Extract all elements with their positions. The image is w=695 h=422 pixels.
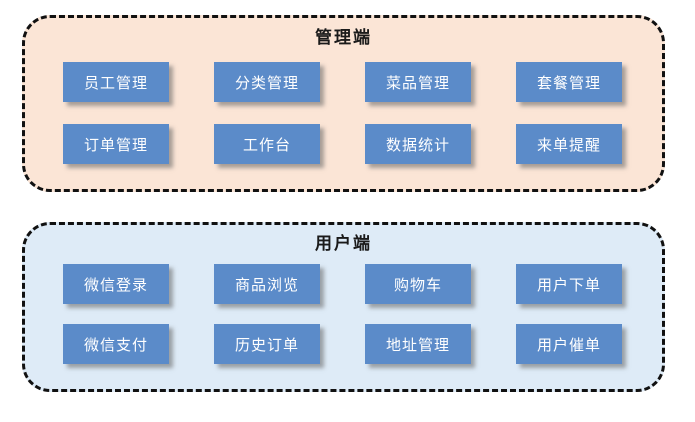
node-order-management: 订单管理 (63, 124, 169, 164)
node-wechat-login: 微信登录 (63, 264, 169, 304)
node-user-place-order: 用户下单 (516, 264, 622, 304)
management-row-1: 员工管理 分类管理 菜品管理 套餐管理 (25, 62, 662, 102)
node-workbench: 工作台 (214, 124, 320, 164)
user-row-1: 微信登录 商品浏览 购物车 用户下单 (25, 264, 662, 304)
management-panel: 管理端 员工管理 分类管理 菜品管理 套餐管理 订单管理 工作台 数据统计 来单… (22, 15, 665, 192)
user-panel: 用户端 微信登录 商品浏览 购物车 用户下单 微信支付 历史订单 地址管理 用户… (22, 222, 665, 392)
node-wechat-pay: 微信支付 (63, 324, 169, 364)
node-data-statistics: 数据统计 (365, 124, 471, 164)
node-user-urge-order: 用户催单 (516, 324, 622, 364)
node-address-management: 地址管理 (365, 324, 471, 364)
node-history-orders: 历史订单 (214, 324, 320, 364)
node-setmeal-management: 套餐管理 (516, 62, 622, 102)
user-panel-title: 用户端 (315, 234, 372, 254)
user-row-2: 微信支付 历史订单 地址管理 用户催单 (25, 324, 662, 364)
node-product-browse: 商品浏览 (214, 264, 320, 304)
node-employee-management: 员工管理 (63, 62, 169, 102)
node-dish-management: 菜品管理 (365, 62, 471, 102)
node-category-management: 分类管理 (214, 62, 320, 102)
node-shopping-cart: 购物车 (365, 264, 471, 304)
management-panel-title: 管理端 (315, 28, 372, 48)
node-incoming-order-reminder: 来单提醒 (516, 124, 622, 164)
management-row-2: 订单管理 工作台 数据统计 来单提醒 (25, 124, 662, 164)
